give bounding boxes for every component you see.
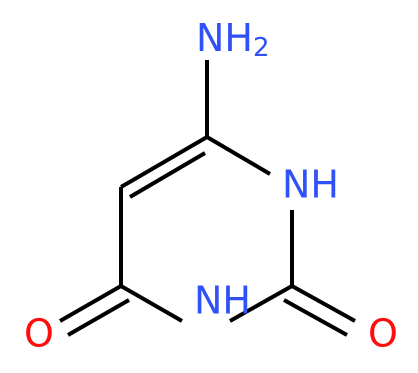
atom-o2-label: O bbox=[368, 312, 398, 356]
bond-c4-o4 bbox=[59, 284, 122, 323]
bonds bbox=[59, 60, 356, 337]
bond-c4-o4-double bbox=[67, 298, 130, 337]
atom-amine-label: NH2 bbox=[196, 16, 270, 63]
bond-c2-o2 bbox=[291, 284, 356, 323]
bond-c4-n3 bbox=[120, 284, 183, 323]
bond-c6-c5 bbox=[119, 135, 209, 189]
atom-o4-label: O bbox=[24, 312, 54, 356]
bond-c6-c5-double bbox=[128, 151, 207, 199]
amine-subscript: 2 bbox=[253, 33, 270, 63]
atom-labels: NH2 NH NH O O bbox=[24, 16, 398, 356]
amine-symbol: NH bbox=[196, 16, 253, 60]
atom-n3-label: NH bbox=[194, 279, 251, 323]
atom-n1-label: NH bbox=[282, 163, 339, 207]
bond-n3-c2 bbox=[229, 284, 293, 323]
bond-n1-c6 bbox=[205, 135, 272, 176]
bond-c2-o2-double bbox=[283, 298, 348, 337]
